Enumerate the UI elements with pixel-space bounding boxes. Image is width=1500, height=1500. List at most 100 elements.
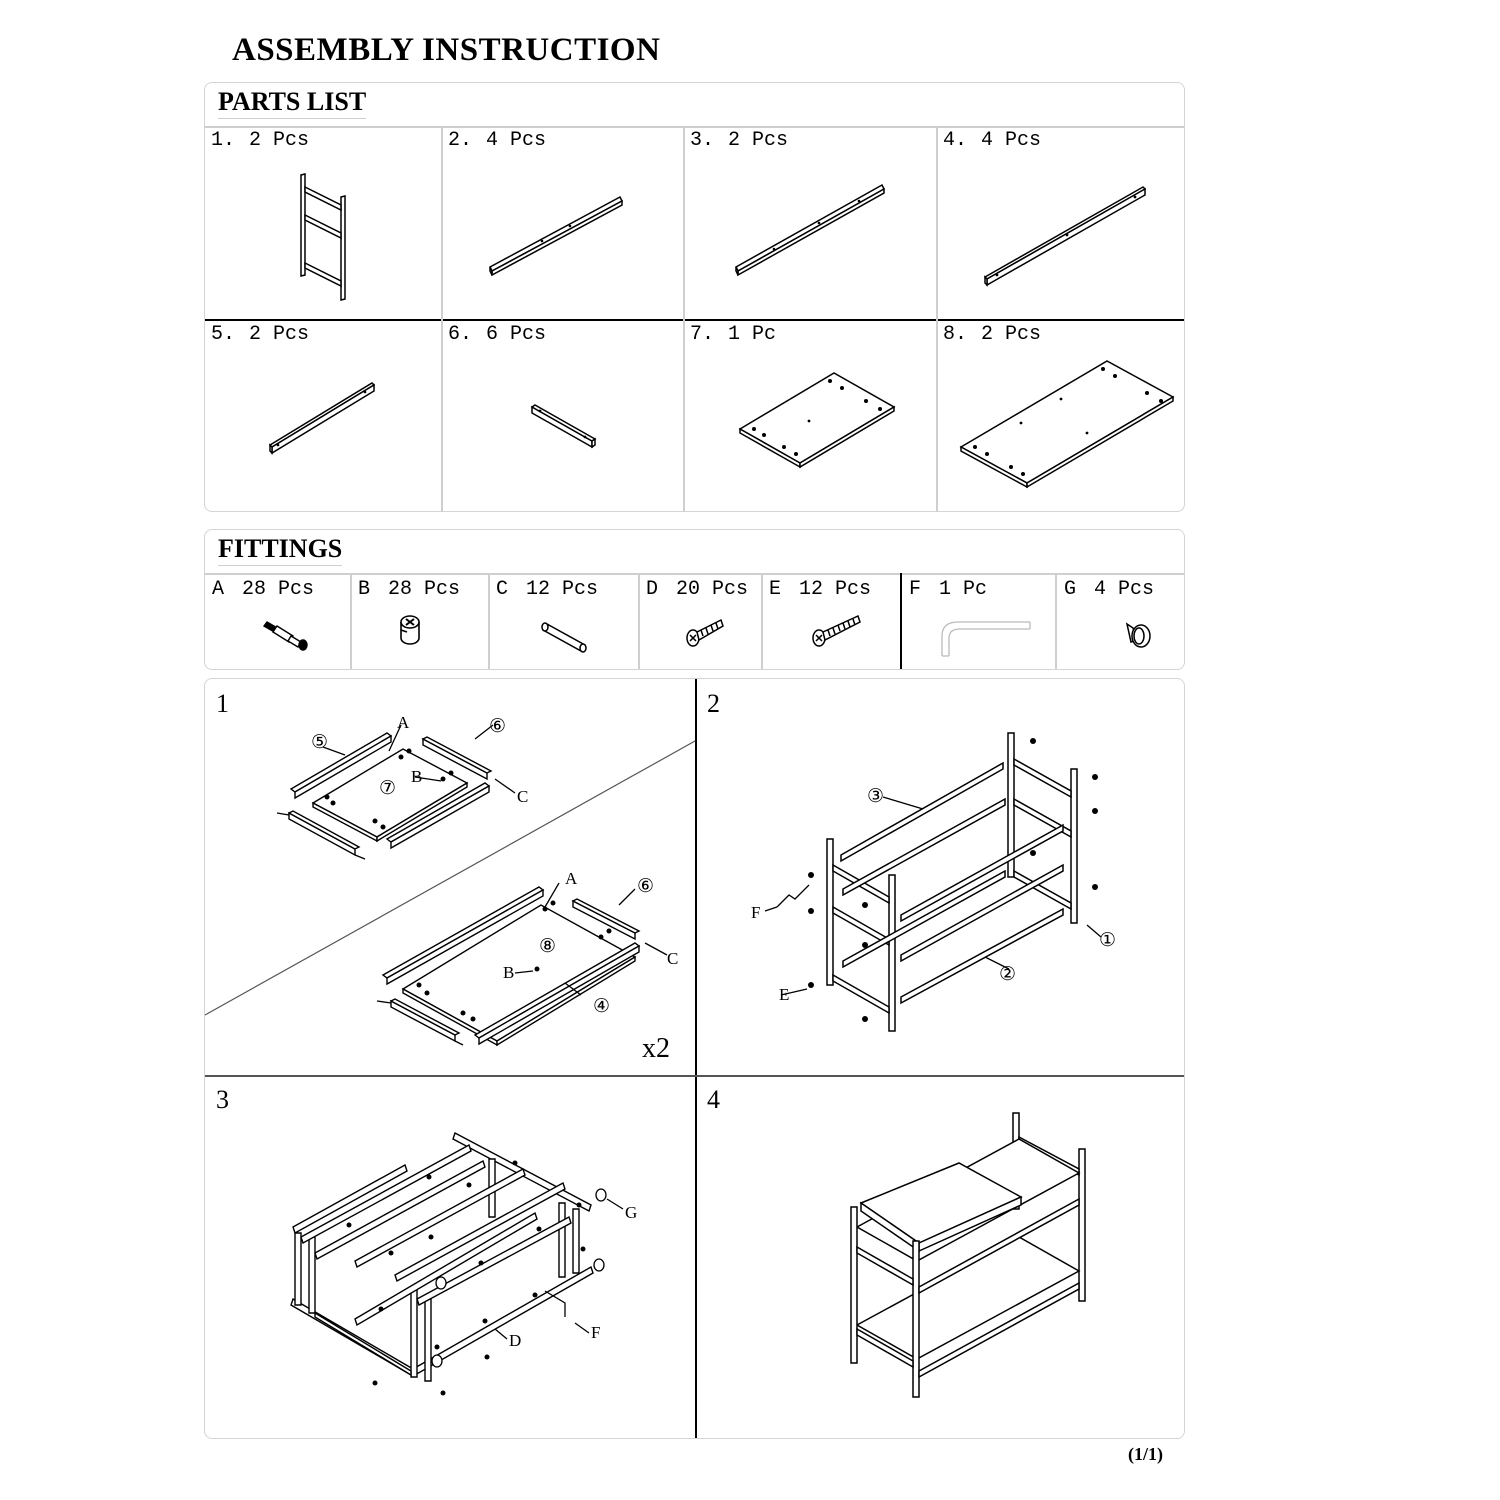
step-4: 4 <box>697 1077 1184 1438</box>
callout-fitting-c: C <box>667 949 679 968</box>
part-5: 5.2 Pcs <box>205 321 441 511</box>
large-shelf-panel-drawing <box>959 360 1175 489</box>
fitting-f: F 1 Pc <box>902 574 1055 669</box>
part-6: 6. 6 Pcs <box>442 321 683 511</box>
part-1: 1. 2 Pcs <box>205 127 441 319</box>
callout-part-6: ⑥ <box>637 876 655 897</box>
fitting-b: B 28 Pcs <box>351 574 488 669</box>
part-4: 4. 4 Pcs <box>937 127 1184 319</box>
divider <box>936 126 938 512</box>
fittings-heading: FITTINGS <box>218 534 343 566</box>
callout-part-4: ④ <box>593 996 611 1017</box>
fitting-code: A <box>212 578 225 601</box>
end-rail-drawing <box>268 382 376 455</box>
fitting-code: G <box>1064 578 1077 601</box>
fitting-code: E <box>769 578 782 601</box>
callout-fitting-f: F <box>751 903 761 922</box>
step-3: 3 <box>205 1077 695 1438</box>
rail-drawing <box>489 195 623 277</box>
step-1-drawing <box>204 724 696 1047</box>
fitting-c: C 12 Pcs <box>489 574 638 669</box>
part-7: 7. 1 Pc <box>684 321 936 511</box>
callout-fitting-g: G <box>625 1203 638 1222</box>
part-qty: 1 Pc <box>728 323 777 346</box>
fitting-code: F <box>909 578 922 601</box>
fitting-g: G 4 Pcs <box>1057 574 1184 669</box>
divider <box>488 573 490 669</box>
part-qty: 2 Pcs <box>728 129 789 152</box>
part-8: 8.2 Pcs <box>937 321 1184 511</box>
divider <box>1055 573 1057 669</box>
step-number: 3 <box>216 1085 229 1114</box>
cam-bolt-icon <box>262 621 308 651</box>
fitting-qty: 1 Pc <box>939 578 988 601</box>
fitting-qty: 4 Pcs <box>1094 578 1155 601</box>
divider <box>205 126 1184 128</box>
step-2-drawing <box>764 732 1102 1032</box>
callout-fitting-a: A <box>565 869 578 888</box>
page-number: (1/1) <box>1128 1444 1163 1464</box>
callout-fitting-a: A <box>397 713 410 732</box>
step-number: 4 <box>707 1085 720 1114</box>
part-number: 4. <box>943 129 968 152</box>
step-divider <box>695 679 697 1438</box>
part-number: 1. <box>211 129 236 152</box>
step-3-drawing <box>290 1131 624 1396</box>
divider <box>900 573 902 669</box>
part-3: 3.2 Pcs <box>684 127 936 319</box>
fitting-e: E 12 Pcs <box>762 574 900 669</box>
callout-part-3: ③ <box>867 786 885 807</box>
fitting-code: B <box>358 578 371 601</box>
fitting-qty: 12 Pcs <box>526 578 599 601</box>
callout-fitting-e: E <box>779 985 790 1004</box>
divider <box>441 126 443 512</box>
part-qty: 4 Pcs <box>981 129 1042 152</box>
divider <box>350 573 352 669</box>
part-qty: 2 Pcs <box>981 323 1042 346</box>
part-qty: 6 Pcs <box>486 323 547 346</box>
short-bracket-drawing <box>530 404 597 449</box>
part-qty: 2 Pcs <box>249 129 310 152</box>
step-divider <box>205 1075 1184 1077</box>
divider <box>761 573 763 669</box>
fitting-qty: 12 Pcs <box>799 578 872 601</box>
step-1: 1 x2 <box>204 679 696 1075</box>
divider <box>683 126 685 512</box>
wooden-dowel-icon <box>541 622 587 653</box>
fitting-qty: 20 Pcs <box>676 578 749 601</box>
parts-list-panel: PARTS LIST 1.2 Pcs 2.4 Pcs <box>204 82 1185 512</box>
divider <box>205 573 1184 575</box>
part-number: 6. <box>448 323 473 346</box>
fitting-code: C <box>496 578 509 601</box>
fitting-code: D <box>646 578 659 601</box>
page-title: ASSEMBLY INSTRUCTION <box>232 32 661 68</box>
part-number: 7. <box>690 323 715 346</box>
step-number: 2 <box>707 689 720 718</box>
part-number: 2. <box>448 129 473 152</box>
divider <box>638 573 640 669</box>
callout-part-2: ② <box>999 964 1017 985</box>
fitting-a: A 28 Pcs <box>205 574 350 669</box>
small-shelf-panel-drawing <box>738 372 896 469</box>
long-screw-icon <box>812 614 861 647</box>
repeat-multiplier: x2 <box>642 1033 670 1064</box>
allen-key-icon <box>941 621 1031 657</box>
long-side-rail-drawing <box>983 186 1147 287</box>
short-screw-icon <box>686 618 724 647</box>
fitting-qty: 28 Pcs <box>388 578 461 601</box>
leveling-foot-icon <box>1125 622 1151 648</box>
callout-part-1: ① <box>1099 930 1117 951</box>
part-qty: 2 Pcs <box>249 323 310 346</box>
callout-fitting-f: F <box>591 1323 601 1342</box>
cam-lock-icon <box>400 615 420 645</box>
step-2: 2 <box>697 679 1184 1075</box>
callout-fitting-b: B <box>411 767 423 786</box>
fitting-qty: 28 Pcs <box>242 578 315 601</box>
side-frame-ladder-drawing <box>300 173 346 301</box>
assembly-steps-panel: 1 x2 <box>204 678 1185 1439</box>
callout-part-8: ⑧ <box>539 936 557 957</box>
divider <box>205 319 1184 321</box>
step-number: 1 <box>216 689 229 718</box>
callout-part-5: ⑤ <box>311 732 329 753</box>
